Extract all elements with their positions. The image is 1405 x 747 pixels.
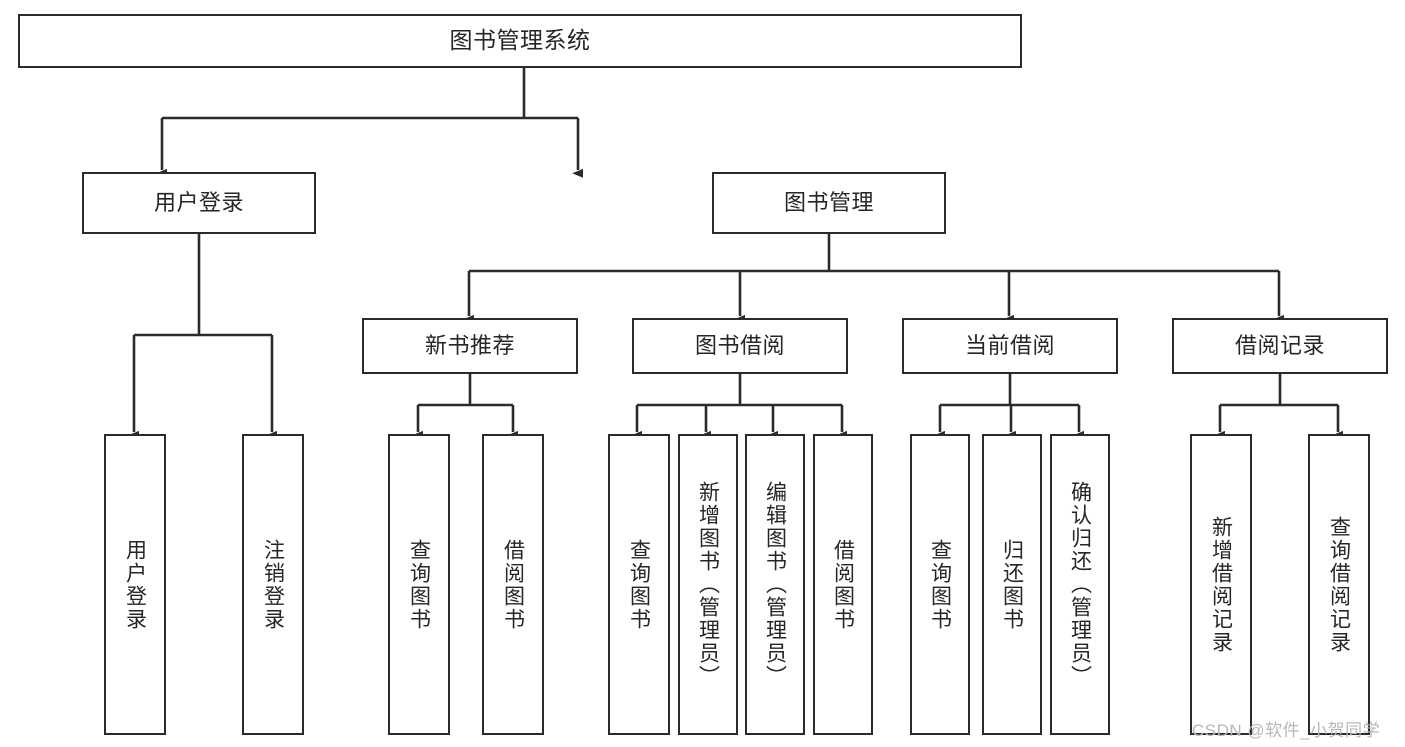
node-level2-1[interactable]: 图书借阅 [632,318,848,374]
node-label: 用户登录 [153,190,244,216]
node-label: 查询借阅记录 [1327,515,1351,654]
node-leaf-11[interactable]: 新增借阅记录 [1190,434,1252,735]
csdn-watermark: CSDN @软件_小贺同学 [1192,721,1381,740]
node-label: 查询图书 [627,538,651,631]
node-leaf-2[interactable]: 查询图书 [388,434,450,735]
node-label: 借阅记录 [1234,333,1325,359]
node-label: 图书管理系统 [449,27,591,54]
node-leaf-0[interactable]: 用户登录 [104,434,166,735]
node-leaf-9[interactable]: 归还图书 [982,434,1042,735]
node-level2-3[interactable]: 借阅记录 [1172,318,1388,374]
node-label: 图书管理 [783,190,874,216]
node-level2-2[interactable]: 当前借阅 [902,318,1118,374]
node-label: 确认归还（管理员） [1068,481,1092,688]
node-label: 借阅图书 [501,538,525,631]
node-label: 编辑图书（管理员） [763,481,787,688]
node-leaf-12[interactable]: 查询借阅记录 [1308,434,1370,735]
node-label: 图书借阅 [694,333,785,359]
node-label: 新增借阅记录 [1209,515,1233,654]
node-label: 借阅图书 [831,538,855,631]
node-level1-0[interactable]: 用户登录 [82,172,316,234]
node-label: 用户登录 [123,538,147,631]
node-leaf-5[interactable]: 新增图书（管理员） [678,434,738,735]
node-label: 当前借阅 [964,333,1055,359]
node-leaf-3[interactable]: 借阅图书 [482,434,544,735]
node-label: 新书推荐 [424,333,515,359]
node-label: 注销登录 [261,538,285,631]
node-leaf-10[interactable]: 确认归还（管理员） [1050,434,1110,735]
node-root[interactable]: 图书管理系统 [18,14,1022,68]
node-leaf-8[interactable]: 查询图书 [910,434,970,735]
node-label: 查询图书 [407,538,431,631]
node-leaf-6[interactable]: 编辑图书（管理员） [745,434,805,735]
node-label: 归还图书 [1000,538,1024,631]
node-leaf-4[interactable]: 查询图书 [608,434,670,735]
node-level2-0[interactable]: 新书推荐 [362,318,578,374]
node-level1-1[interactable]: 图书管理 [712,172,946,234]
node-leaf-7[interactable]: 借阅图书 [813,434,873,735]
node-leaf-1[interactable]: 注销登录 [242,434,304,735]
node-label: 新增图书（管理员） [696,481,720,688]
node-label: 查询图书 [928,538,952,631]
